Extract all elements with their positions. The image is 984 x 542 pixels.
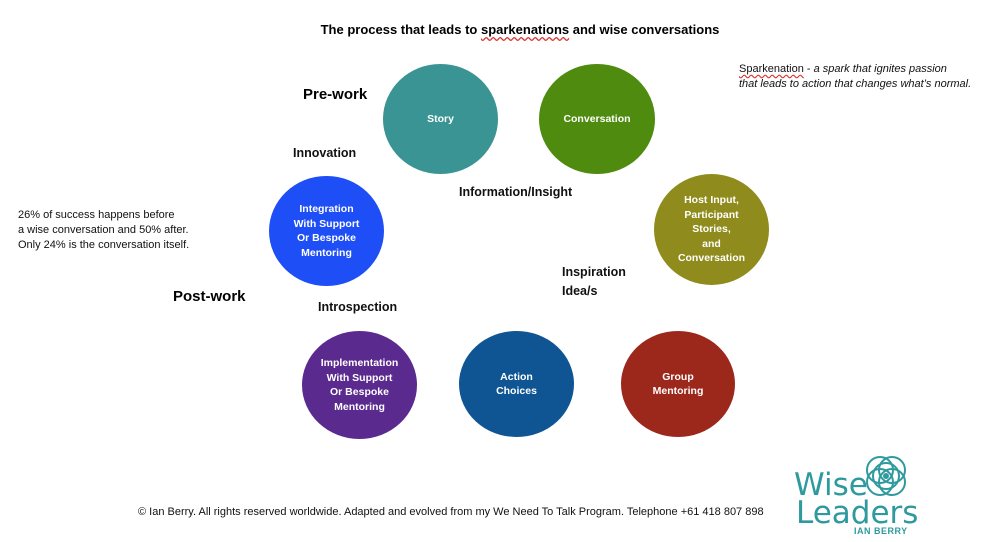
- story-circle-label: Story: [427, 112, 454, 125]
- information-insight-label: Information/Insight: [459, 185, 573, 199]
- host-line4: Conversation: [677, 252, 746, 265]
- host-line2: Participant Stories,: [684, 208, 739, 236]
- introspection-label: Introspection: [318, 300, 398, 314]
- group-line2: Mentoring: [652, 385, 704, 397]
- conversation-circle-label: Conversation: [563, 112, 631, 125]
- host-line3: and: [702, 237, 721, 250]
- host-line1: Host Input,: [684, 194, 739, 207]
- conversation-circle: Conversation: [539, 64, 655, 174]
- innovation-label: Innovation: [293, 146, 357, 160]
- stat-line1: 26% of success happens before: [18, 209, 175, 221]
- action-choices-circle: Action Choices: [459, 331, 574, 437]
- logo-subtitle: IAN BERRY: [854, 526, 908, 536]
- action-line1: Action: [500, 370, 533, 383]
- integration-line3: Or Bespoke: [297, 232, 356, 244]
- implementation-line3: Or Bespoke: [330, 386, 389, 398]
- inspiration-label: Inspiration: [562, 265, 626, 279]
- integration-line2: With Support: [293, 217, 360, 230]
- logo-word-wise: Wise: [794, 467, 868, 503]
- group-line1: Group: [662, 370, 694, 383]
- integration-circle: Integration With Support Or Bespoke Ment…: [269, 176, 384, 286]
- sparkenation-definition: Sparkenation - a spark that ignites pass…: [739, 62, 979, 92]
- page-title: The process that leads to sparkenations …: [0, 22, 984, 37]
- implementation-line4: Mentoring: [334, 400, 385, 413]
- host-input-circle: Host Input, Participant Stories, and Con…: [654, 174, 769, 285]
- ideas-label: Idea/s: [562, 284, 598, 298]
- wise-leaders-logo: Wise Leaders IAN BERRY: [792, 452, 922, 536]
- integration-line1: Integration: [299, 203, 354, 215]
- integration-line4: Mentoring: [301, 246, 352, 259]
- title-suffix: and wise conversations: [569, 22, 720, 37]
- group-mentoring-circle: Group Mentoring: [621, 331, 735, 437]
- definition-line2: that leads to action that changes what’s…: [739, 78, 972, 90]
- stat-line2: a wise conversation and 50% after.: [18, 224, 189, 236]
- flower-of-life-icon: [866, 456, 906, 496]
- definition-term: Sparkenation: [739, 63, 804, 75]
- post-work-label: Post-work: [173, 288, 246, 305]
- pre-work-label: Pre-work: [303, 86, 368, 103]
- copyright-footer: © Ian Berry. All rights reserved worldwi…: [138, 506, 764, 518]
- definition-separator: -: [803, 63, 814, 75]
- title-prefix: The process that leads to: [320, 22, 481, 37]
- implementation-circle: Implementation With Support Or Bespoke M…: [302, 331, 417, 439]
- logo-word-leaders: Leaders: [796, 495, 919, 531]
- implementation-line2: With Support: [326, 371, 393, 384]
- stat-line3: Only 24% is the conversation itself.: [18, 239, 190, 251]
- success-stat-note: 26% of success happens before a wise con…: [18, 208, 218, 253]
- story-circle: Story: [383, 64, 498, 174]
- implementation-line1: Implementation: [320, 357, 399, 369]
- title-keyword: sparkenations: [480, 22, 570, 37]
- definition-line1: a spark that ignites passion: [813, 63, 947, 75]
- action-line2: Choices: [496, 385, 537, 397]
